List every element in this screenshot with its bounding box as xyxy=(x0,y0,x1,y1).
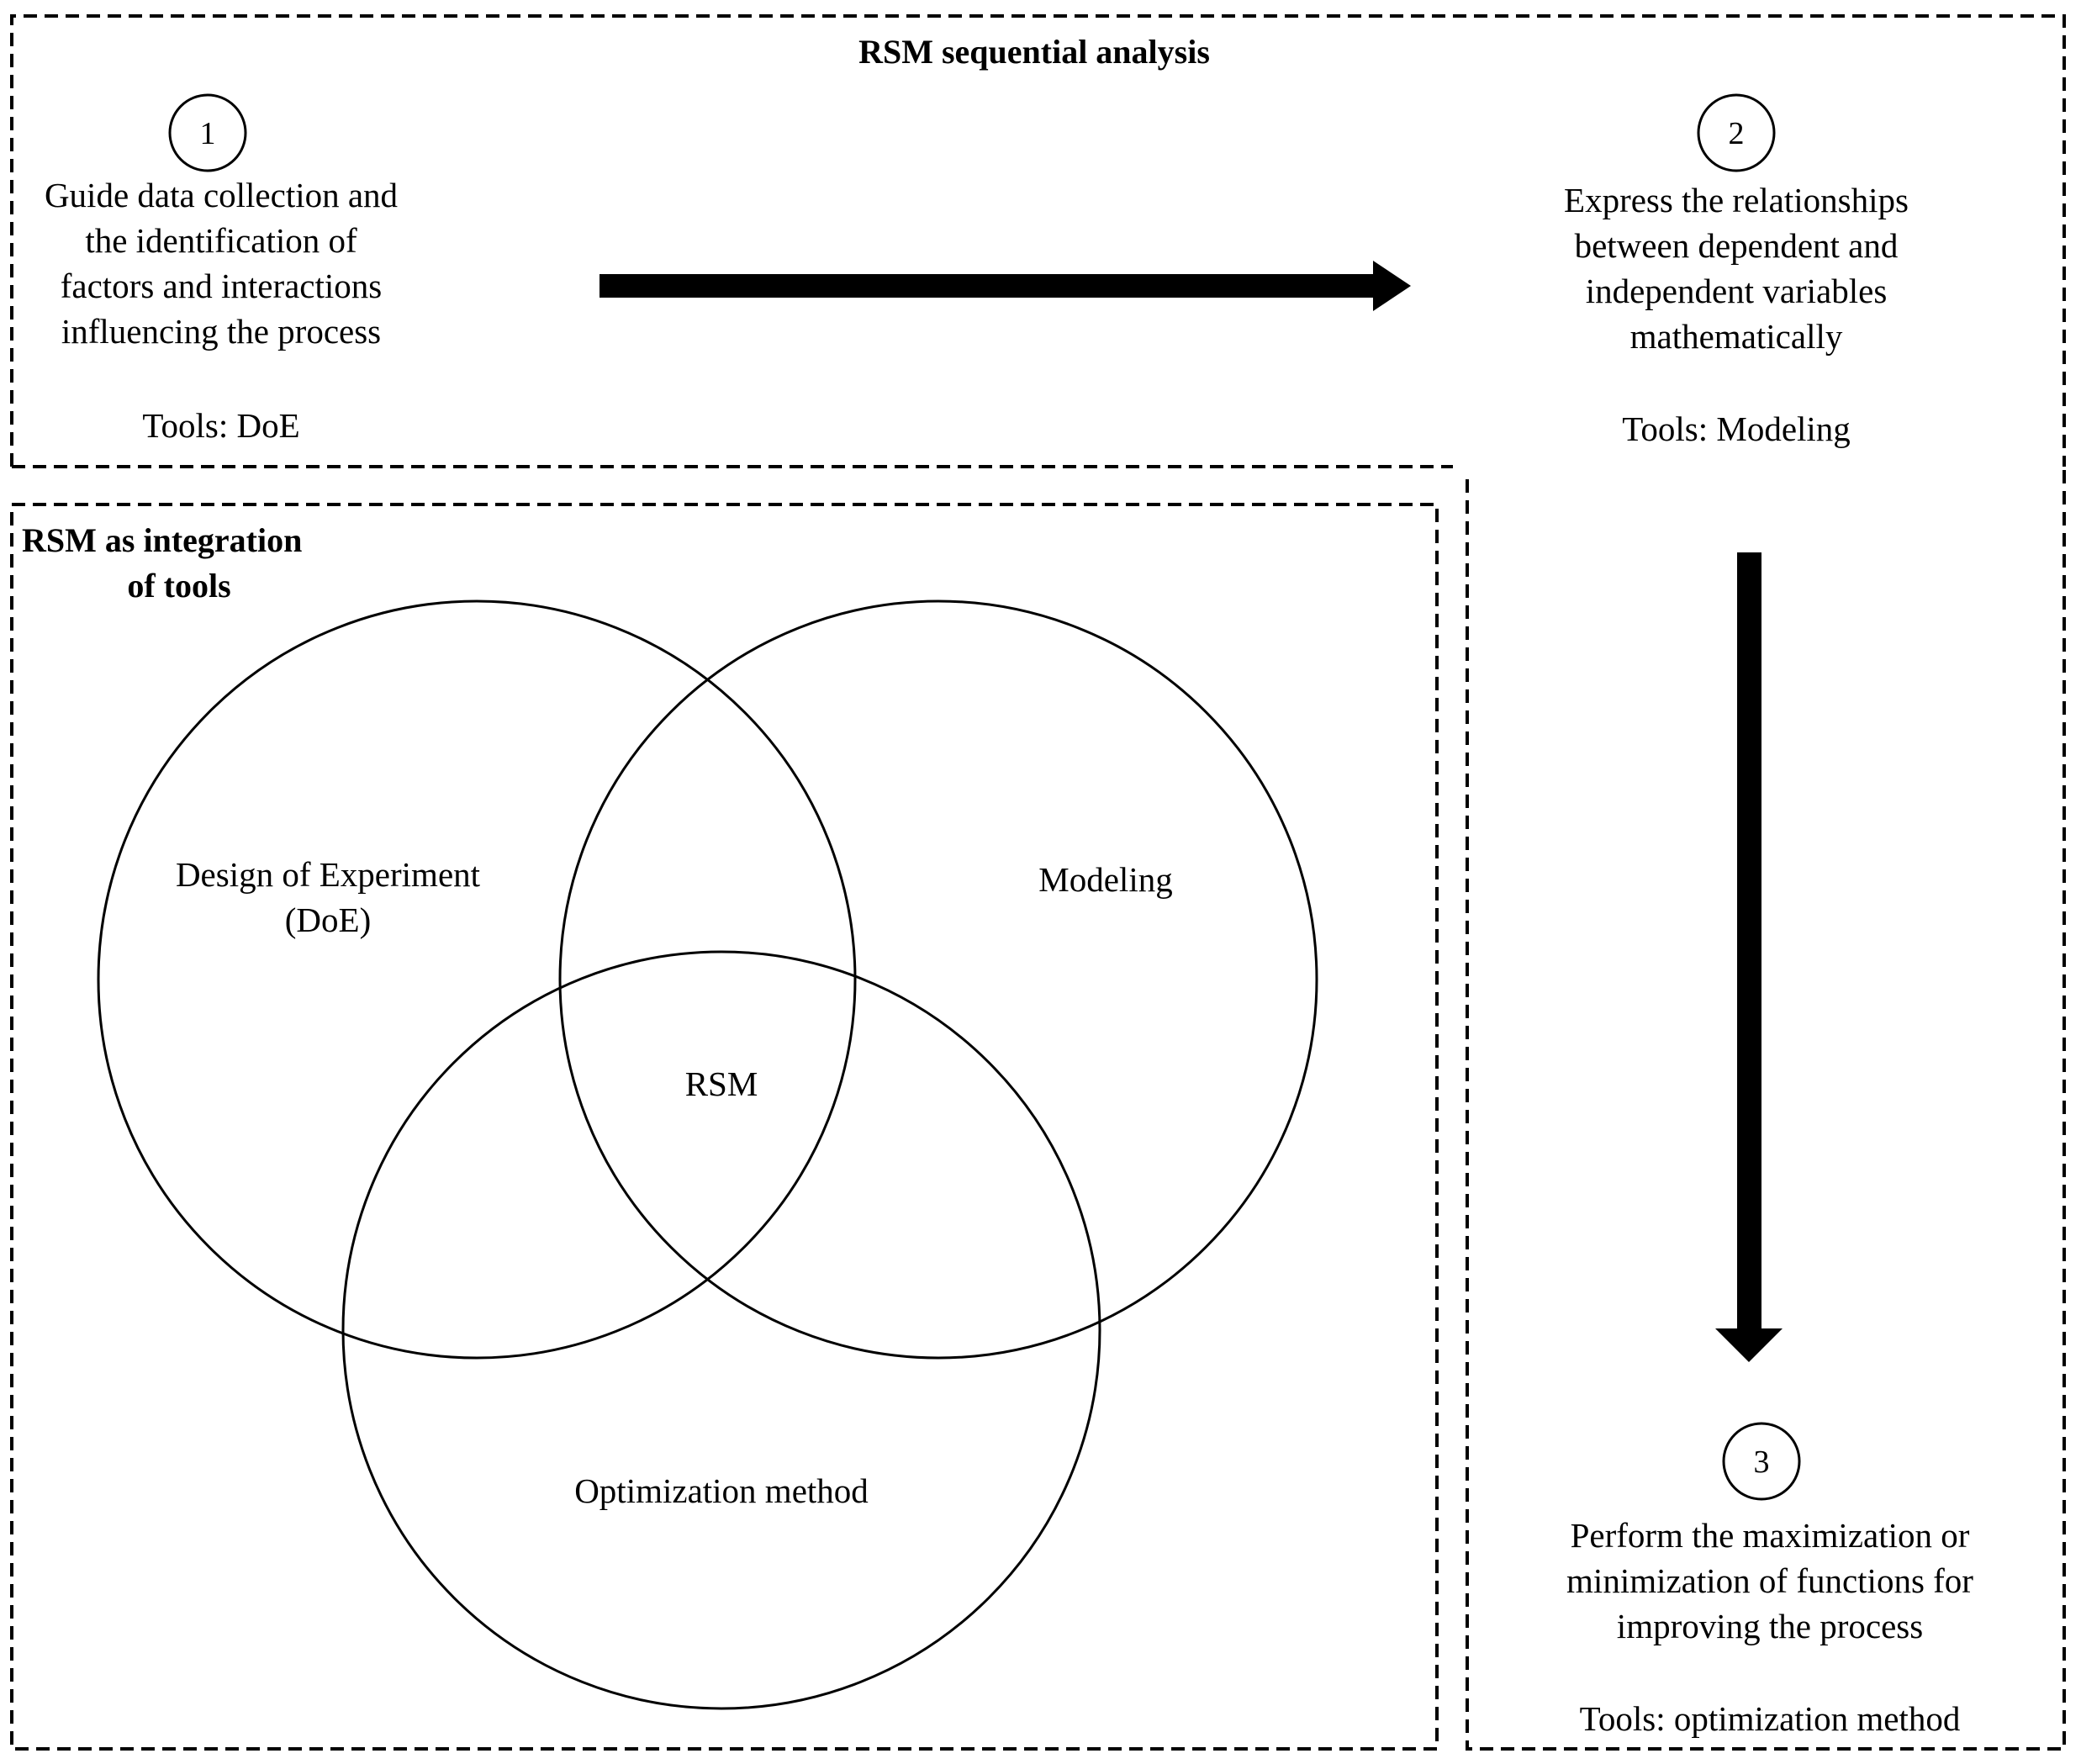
doe-circle xyxy=(97,599,857,1360)
step-3-line-2: minimization of functions for xyxy=(1566,1561,1973,1600)
step-1: 1 Guide data collection and the identifi… xyxy=(45,93,398,445)
rsm-center-label: RSM xyxy=(685,1064,758,1103)
step-2-number-circle xyxy=(1697,93,1776,172)
doe-label-line-2: (DoE) xyxy=(285,900,371,939)
step-2-tools: Tools: Modeling xyxy=(1622,409,1851,448)
integration-title-line-1: RSM as integration xyxy=(22,521,302,559)
step-2: 2 Express the relationships between depe… xyxy=(1564,93,1909,448)
step-3-number: 3 xyxy=(1754,1444,1770,1480)
step-1-line-3: factors and interactions xyxy=(61,267,383,305)
step-1-line-4: influencing the process xyxy=(61,312,381,351)
step-3-number-circle xyxy=(1722,1422,1801,1501)
step-2-line-2: between dependent and xyxy=(1575,226,1899,265)
step-3-line-3: improving the process xyxy=(1617,1607,1923,1645)
step-3-line-1: Perform the maximization or xyxy=(1571,1516,1970,1555)
step-2-number: 2 xyxy=(1729,116,1745,151)
arrow-step2-to-step3 xyxy=(1715,552,1783,1362)
modeling-circle xyxy=(558,599,1318,1360)
diagram-title: RSM sequential analysis xyxy=(858,33,1210,71)
step-1-line-2: the identification of xyxy=(85,221,357,260)
arrow-step1-to-step2 xyxy=(599,261,1411,311)
step-2-line-3: independent variables xyxy=(1586,272,1888,310)
step-2-line-1: Express the relationships xyxy=(1564,181,1909,219)
optimization-label: Optimization method xyxy=(574,1471,869,1510)
modeling-label: Modeling xyxy=(1038,860,1172,899)
venn-diagram: Design of Experiment (DoE) Modeling RSM … xyxy=(97,599,1318,1710)
step-3: 3 Perform the maximization or minimizati… xyxy=(1566,1422,1973,1738)
optimization-circle xyxy=(341,950,1101,1710)
step-1-line-1: Guide data collection and xyxy=(45,176,398,214)
step-2-line-4: mathematically xyxy=(1630,317,1843,356)
step-1-number-circle xyxy=(168,93,247,172)
step-1-tools: Tools: DoE xyxy=(142,406,299,445)
step-3-tools: Tools: optimization method xyxy=(1580,1699,1961,1738)
integration-frame xyxy=(10,503,1439,1751)
integration-title-line-2: of tools xyxy=(127,567,230,605)
step-1-number: 1 xyxy=(200,116,216,151)
step3-frame xyxy=(1466,467,2066,1751)
doe-label-line-1: Design of Experiment xyxy=(176,855,481,894)
sequential-frame xyxy=(10,14,2066,468)
